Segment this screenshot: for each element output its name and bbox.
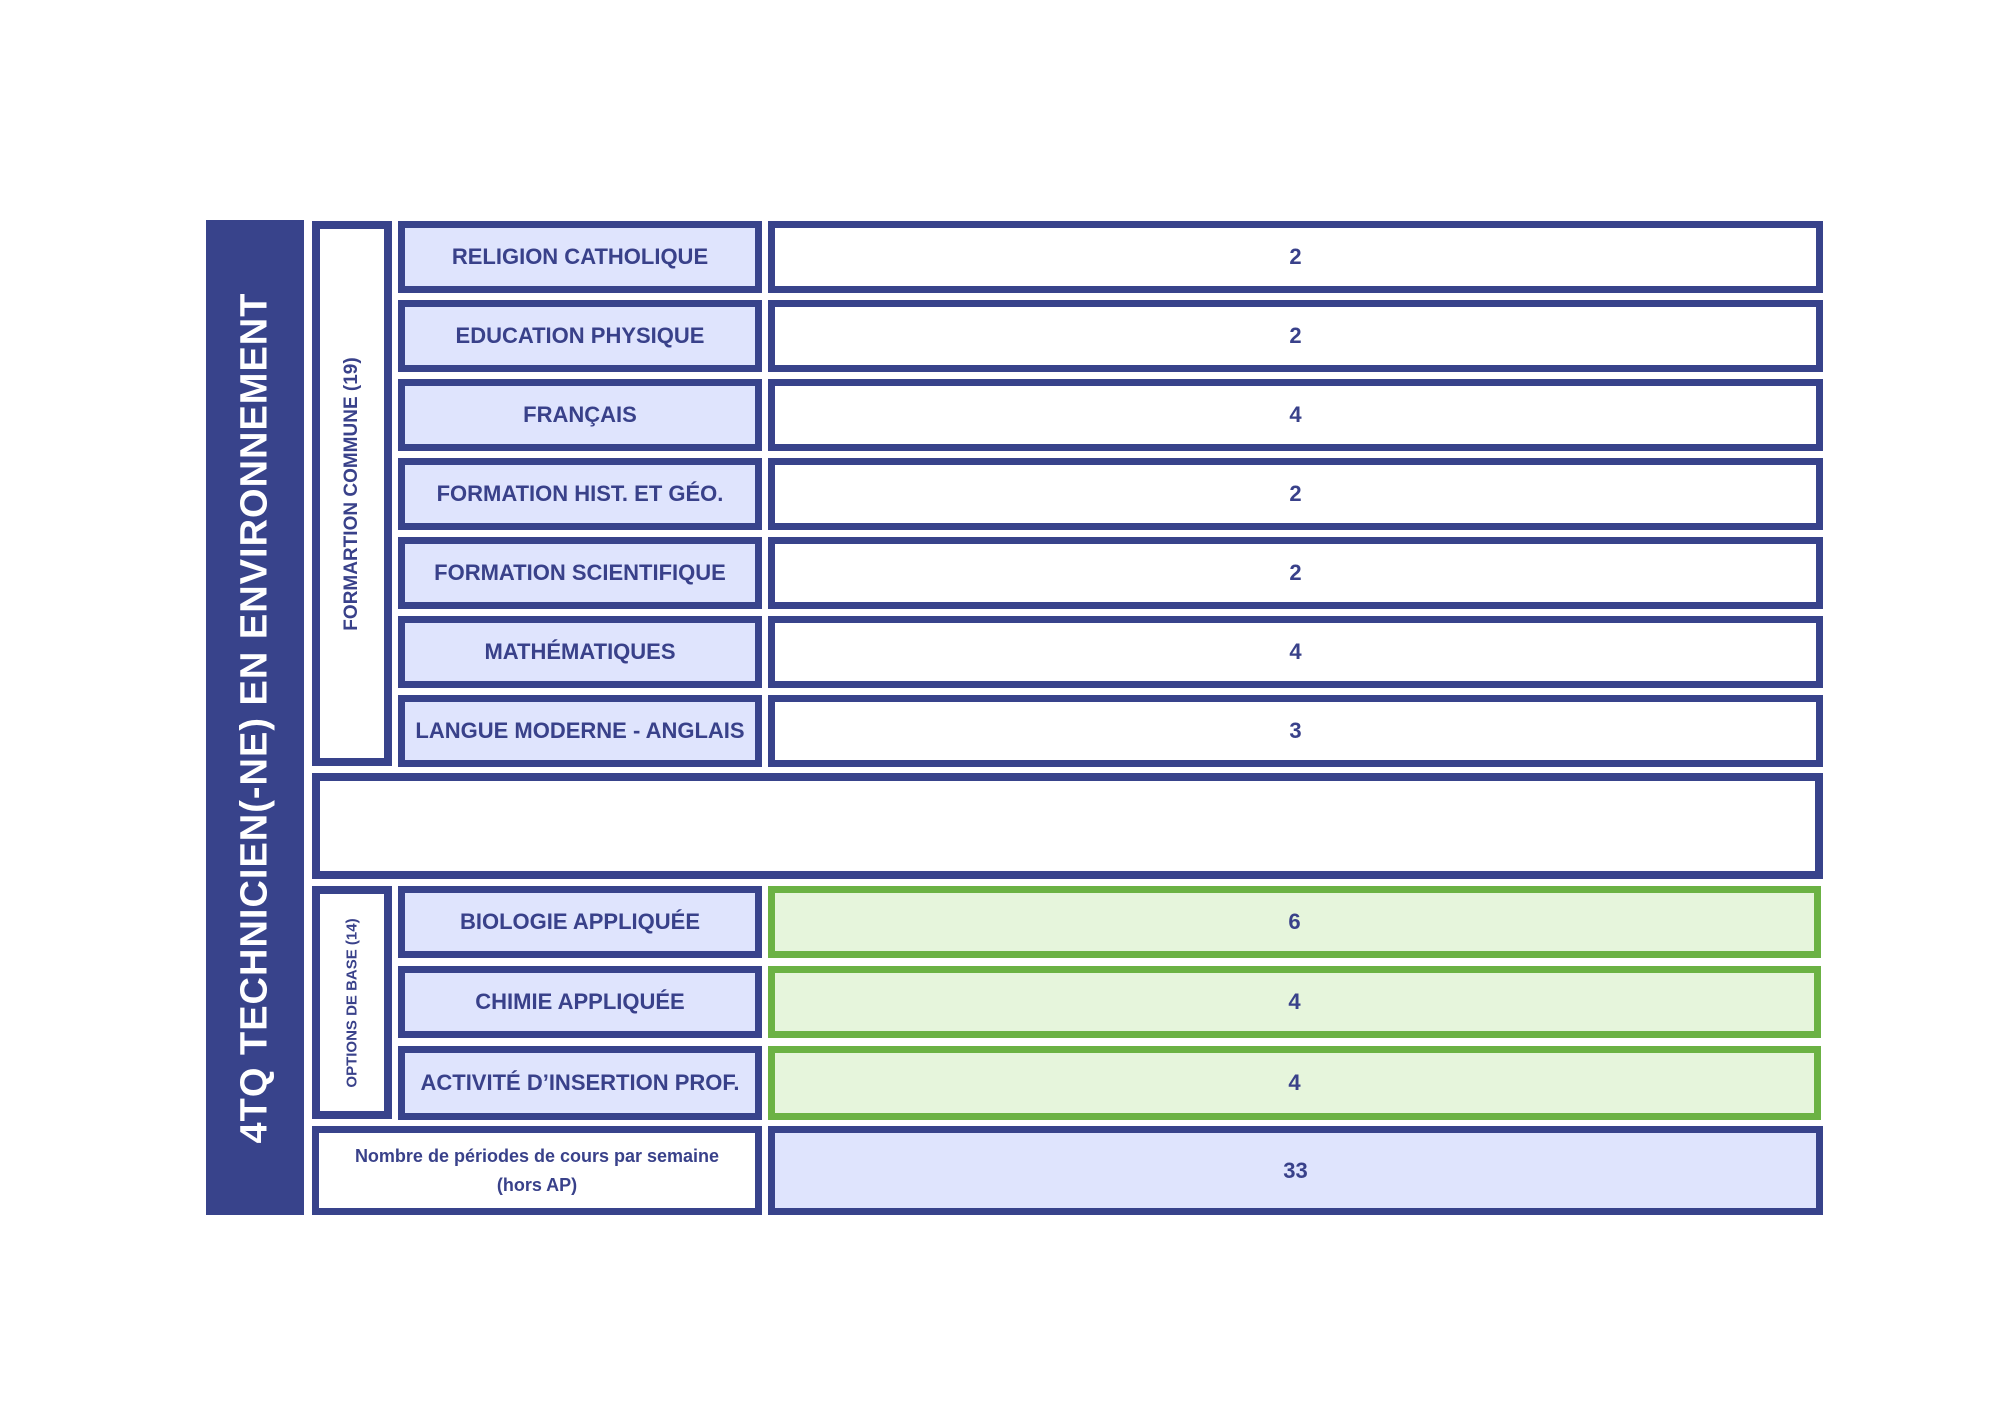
total-periods-label-line2: (hors AP) [496,1174,578,1195]
periods-cell: 2 [768,221,1823,293]
periods-cell: 6 [768,886,1821,958]
periods-cell: 4 [768,379,1823,451]
periods-cell: 3 [768,695,1823,767]
subject-cell: FORMATION SCIENTIFIQUE [398,537,762,609]
subject-cell: EDUCATION PHYSIQUE [398,300,762,372]
periods-cell: 4 [768,1046,1821,1120]
subject-cell: FORMATION HIST. ET GÉO. [398,458,762,530]
subject-cell: FRANÇAIS [398,379,762,451]
periods-cell: 2 [768,537,1823,609]
group-formation-commune: FORMARTION COMMUNE (19) [312,221,392,766]
empty-section-box [312,773,1823,879]
group-options-de-base-label: OPTIONS DE BASE (14) [343,917,361,1088]
subject-cell: RELIGION CATHOLIQUE [398,221,762,293]
program-title: 4TQ TECHNICIEN(-NE) EN ENVIRONNEMENT [233,292,276,1143]
periods-cell: 2 [768,458,1823,530]
periods-cell: 4 [768,616,1823,688]
total-periods-label: Nombre de périodes de cours par semaine … [312,1126,762,1215]
subject-cell: CHIMIE APPLIQUÉE [398,966,762,1038]
periods-cell: 2 [768,300,1823,372]
program-title-banner: 4TQ TECHNICIEN(-NE) EN ENVIRONNEMENT [206,220,304,1215]
total-periods-label-line1: Nombre de périodes de cours par semaine [354,1145,720,1166]
subject-cell: MATHÉMATIQUES [398,616,762,688]
periods-cell: 4 [768,966,1821,1038]
subject-cell: BIOLOGIE APPLIQUÉE [398,886,762,958]
subject-cell: ACTIVITÉ D’INSERTION PROF. [398,1046,762,1120]
group-formation-commune-label: FORMARTION COMMUNE (19) [341,356,362,631]
subject-cell: LANGUE MODERNE - ANGLAIS [398,695,762,767]
group-options-de-base: OPTIONS DE BASE (14) [312,886,392,1119]
total-periods-value: 33 [768,1126,1823,1215]
